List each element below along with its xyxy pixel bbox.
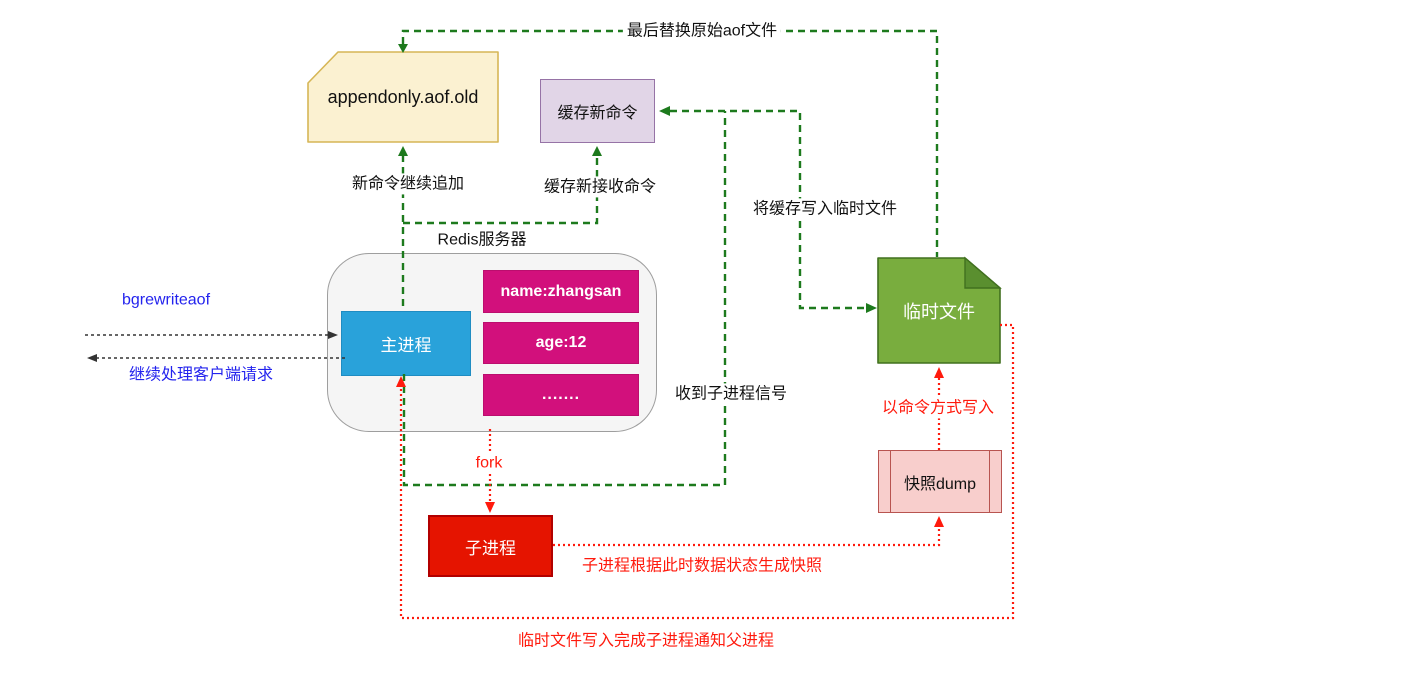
label-generate-snapshot: 子进程根据此时数据状态生成快照 (581, 557, 823, 575)
kv-name-label: name:zhangsan (500, 282, 622, 300)
node-child-process: 子进程 (428, 515, 553, 577)
node-redis-server: 主进程 name:zhangsan age:12 ....... (327, 253, 657, 432)
label-fork: fork (471, 452, 507, 474)
node-cache-new-commands: 缓存新命令 (540, 79, 655, 143)
label-append-new-cmd: 新命令继续追加 (347, 173, 469, 195)
label-continue-serving: 继续处理客户端请求 (128, 366, 274, 384)
edge-client-requests (85, 334, 345, 359)
label-write-cache-to-temp: 将缓存写入临时文件 (748, 198, 902, 220)
edge-generate-snapshot (553, 527, 941, 547)
label-replace-aof: 最后替换原始aof文件 (622, 20, 782, 42)
label-bgrewriteaof: bgrewriteaof (121, 291, 211, 309)
temp-file-doc-shape (877, 257, 1001, 364)
label-write-as-commands: 以命令方式写入 (877, 397, 999, 419)
node-kv-name: name:zhangsan (483, 270, 639, 313)
node-kv-more: ....... (483, 374, 639, 416)
kv-age-label: age:12 (535, 334, 587, 351)
aof-old-file-label: appendonly.aof.old (308, 52, 498, 142)
node-kv-age: age:12 (483, 322, 639, 364)
child-process-label: 子进程 (465, 538, 516, 558)
node-snapshot-dump: 快照dump (878, 450, 1002, 513)
aof-old-card-shape (307, 51, 499, 143)
kv-more-label: ....... (541, 386, 581, 403)
snapshot-dump-label: 快照dump (903, 475, 977, 493)
temp-file-text: 临时文件 (903, 301, 975, 322)
aof-old-file-text: appendonly.aof.old (327, 86, 479, 107)
temp-file-label: 临时文件 (878, 258, 1000, 363)
label-cache-received-cmd: 缓存新接收命令 (539, 176, 661, 198)
node-main-process: 主进程 (341, 311, 471, 376)
main-process-label: 主进程 (380, 336, 432, 355)
snapshot-left-bar (890, 451, 891, 512)
label-notify-parent: 临时文件写入完成子进程通知父进程 (517, 632, 775, 650)
cache-new-commands-label: 缓存新命令 (557, 105, 638, 122)
label-redis-server-title: Redis服务器 (437, 231, 527, 249)
temp-file-fold-corner (964, 256, 1002, 289)
snapshot-right-bar (989, 451, 990, 512)
edge-replace-aof (401, 29, 939, 257)
black-arrowheads (87, 331, 338, 362)
label-received-child-signal: 收到子进程信号 (670, 383, 792, 405)
